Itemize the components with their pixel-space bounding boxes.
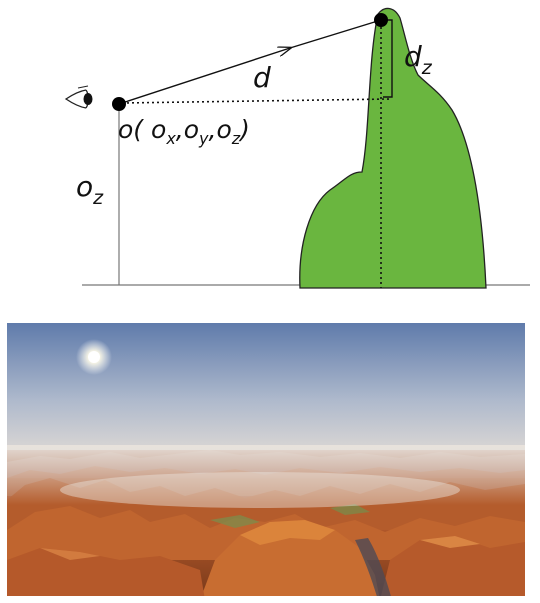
terrain-shape	[299, 7, 487, 289]
observer-point	[112, 97, 126, 111]
foreground-hill	[201, 520, 380, 596]
origin-label: o( ox,oy,oz)	[118, 115, 250, 148]
rendered-landscape	[7, 323, 525, 596]
diagram: d dz o( ox,oy,oz) oz	[64, 7, 530, 289]
atmospheric-haze	[7, 445, 525, 505]
sight-ray-arrow	[118, 48, 290, 105]
dz-label: dz	[404, 40, 433, 79]
horizontal-dotted	[121, 98, 391, 104]
peak-point	[374, 13, 388, 27]
sight-ray-tail	[289, 19, 382, 49]
eye-icon	[64, 85, 93, 109]
height-label: oz	[76, 170, 104, 209]
distance-label: d	[253, 61, 271, 94]
